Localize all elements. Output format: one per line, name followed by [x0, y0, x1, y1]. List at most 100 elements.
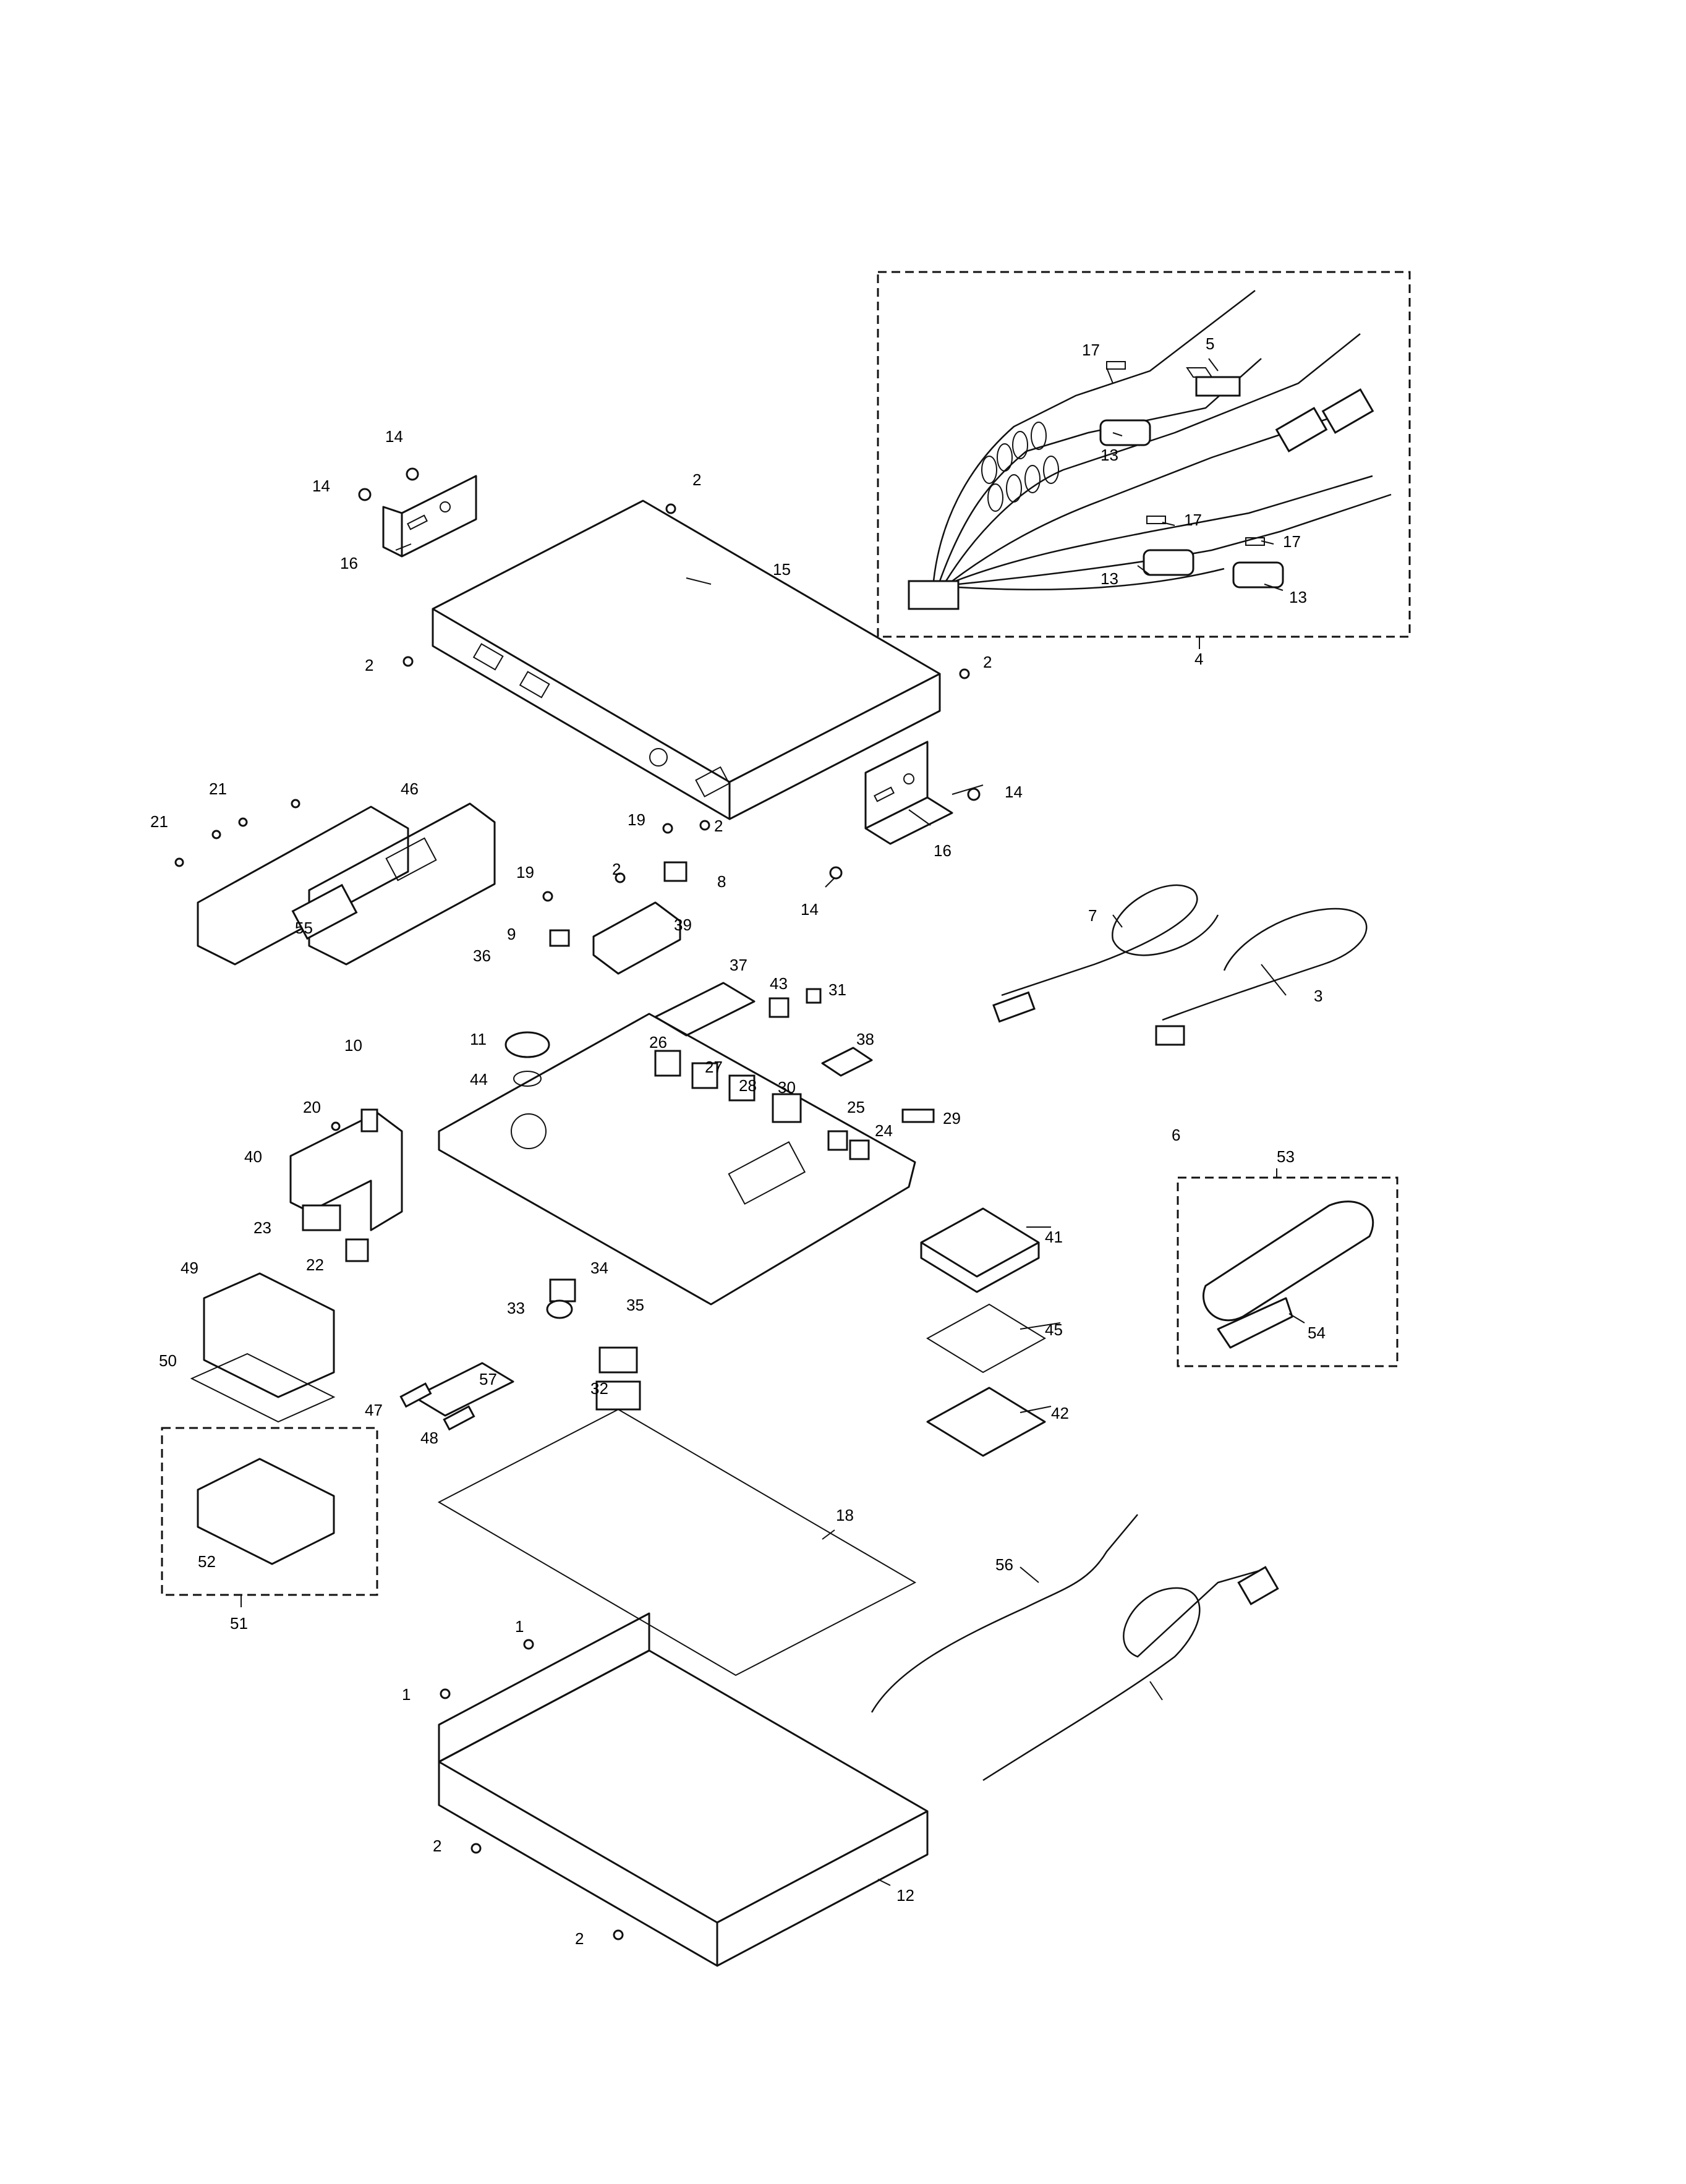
chassis-floor [438, 1649, 929, 1924]
callout-label: 14 [801, 900, 819, 919]
callout-label: 14 [312, 477, 330, 495]
splice-sleeve [1106, 361, 1126, 370]
callout-label: 9 [507, 925, 516, 943]
callout-label: 19 [516, 863, 534, 882]
callout-label: 25 [847, 1098, 865, 1116]
part-9 [549, 929, 570, 947]
bracket-flange [865, 796, 953, 845]
callout-label: 18 [836, 1506, 854, 1524]
screw-icon [523, 1639, 534, 1650]
ferrite-clip [1232, 561, 1284, 588]
part-48 [443, 1405, 475, 1431]
cover-hole [649, 748, 668, 767]
callout-label: 26 [649, 1033, 667, 1052]
pcb-cutout [511, 1113, 547, 1149]
harness-wire [958, 493, 1392, 585]
power-cable [1162, 907, 1368, 1021]
sheet-45 [926, 1303, 1046, 1374]
remote-kit-dashed-box [1177, 1176, 1399, 1367]
nut-icon [358, 488, 372, 501]
rca-jack [728, 1074, 756, 1102]
cord-7 [992, 884, 1219, 1023]
callout-label: 13 [1101, 446, 1118, 464]
callout-label: 2 [575, 1929, 584, 1948]
battery-cover [1217, 1297, 1293, 1349]
plug [1275, 407, 1328, 453]
callout-label: 2 [714, 817, 723, 835]
screw-icon [662, 823, 673, 834]
callout-label: 21 [150, 812, 168, 831]
callout-label: 14 [1005, 783, 1023, 801]
callout-label: 2 [983, 653, 992, 671]
screw-icon [238, 817, 248, 827]
callout-label: 8 [717, 872, 726, 891]
shield-41 [920, 1207, 1040, 1278]
callout-label: 17 [1283, 532, 1301, 551]
bracket-face [401, 475, 477, 558]
chassis-front-wall [438, 1762, 718, 1967]
callout-label: 17 [1082, 341, 1100, 359]
harness-connector [908, 580, 960, 610]
case-49 [203, 1272, 335, 1398]
bracket-face [864, 741, 929, 830]
screw-icon [699, 820, 710, 831]
splice-sleeve [1146, 516, 1166, 524]
harness-kit-dashed-box [877, 271, 1411, 638]
callout-label: 7 [1088, 906, 1097, 925]
callout-label: 52 [198, 1552, 216, 1571]
callout-label: 15 [773, 560, 791, 579]
callout-label: 10 [344, 1036, 362, 1055]
bracket-slot [874, 786, 895, 802]
connector-30 [772, 1093, 802, 1123]
screw-icon [542, 891, 553, 902]
callout-label: 30 [778, 1078, 796, 1097]
cord-3 [1155, 907, 1368, 1046]
callout-label: 16 [340, 554, 358, 572]
callout-label: 24 [875, 1121, 893, 1140]
callout-label: 4 [1194, 650, 1203, 668]
bracket-left [382, 475, 477, 558]
callout-label: 21 [209, 780, 227, 798]
bracket-39 [592, 901, 681, 975]
ferrite-clip [1143, 549, 1194, 576]
power-connector [1155, 1025, 1185, 1046]
screw-icon [470, 1843, 482, 1854]
part-32 [595, 1380, 641, 1411]
frame-42 [926, 1387, 1046, 1457]
connector-24 [849, 1139, 870, 1160]
harness-wire [932, 290, 1256, 582]
part-8 [663, 861, 688, 882]
callout-label: 44 [470, 1070, 488, 1089]
callout-label: 14 [385, 427, 403, 446]
front-panel-assembly [197, 802, 496, 966]
assembly-51-dashed-box [161, 1427, 378, 1596]
connector-25 [827, 1130, 848, 1151]
sheet-50 [190, 1353, 336, 1423]
main-pcb [438, 1013, 916, 1306]
callout-label: 47 [365, 1401, 383, 1419]
pcb-shield-area [728, 1141, 806, 1205]
callout-label: 31 [828, 980, 846, 999]
callout-label: 29 [943, 1109, 961, 1128]
screw-icon [440, 1688, 451, 1699]
knob [505, 1031, 550, 1058]
part-29 [901, 1108, 935, 1123]
callout-label: 5 [1206, 334, 1214, 353]
bracket-38 [821, 1047, 873, 1077]
callout-label: 32 [590, 1379, 608, 1398]
harness-wire [952, 413, 1342, 582]
callout-label: 23 [253, 1218, 271, 1237]
callout-label: 34 [590, 1259, 608, 1277]
fuse-holder [1195, 376, 1241, 397]
screw-icon [402, 656, 414, 667]
part-47 [399, 1382, 432, 1408]
screw-icon [174, 857, 184, 867]
callout-label: 13 [1289, 588, 1307, 606]
callout-label: 12 [896, 1886, 914, 1905]
main-pcb-board [438, 1013, 916, 1306]
callout-label: 6 [1172, 1126, 1180, 1144]
remote-control [1202, 1200, 1374, 1322]
antenna-cable [1001, 884, 1219, 996]
shield-opening [385, 837, 437, 882]
front-shield [308, 802, 496, 966]
